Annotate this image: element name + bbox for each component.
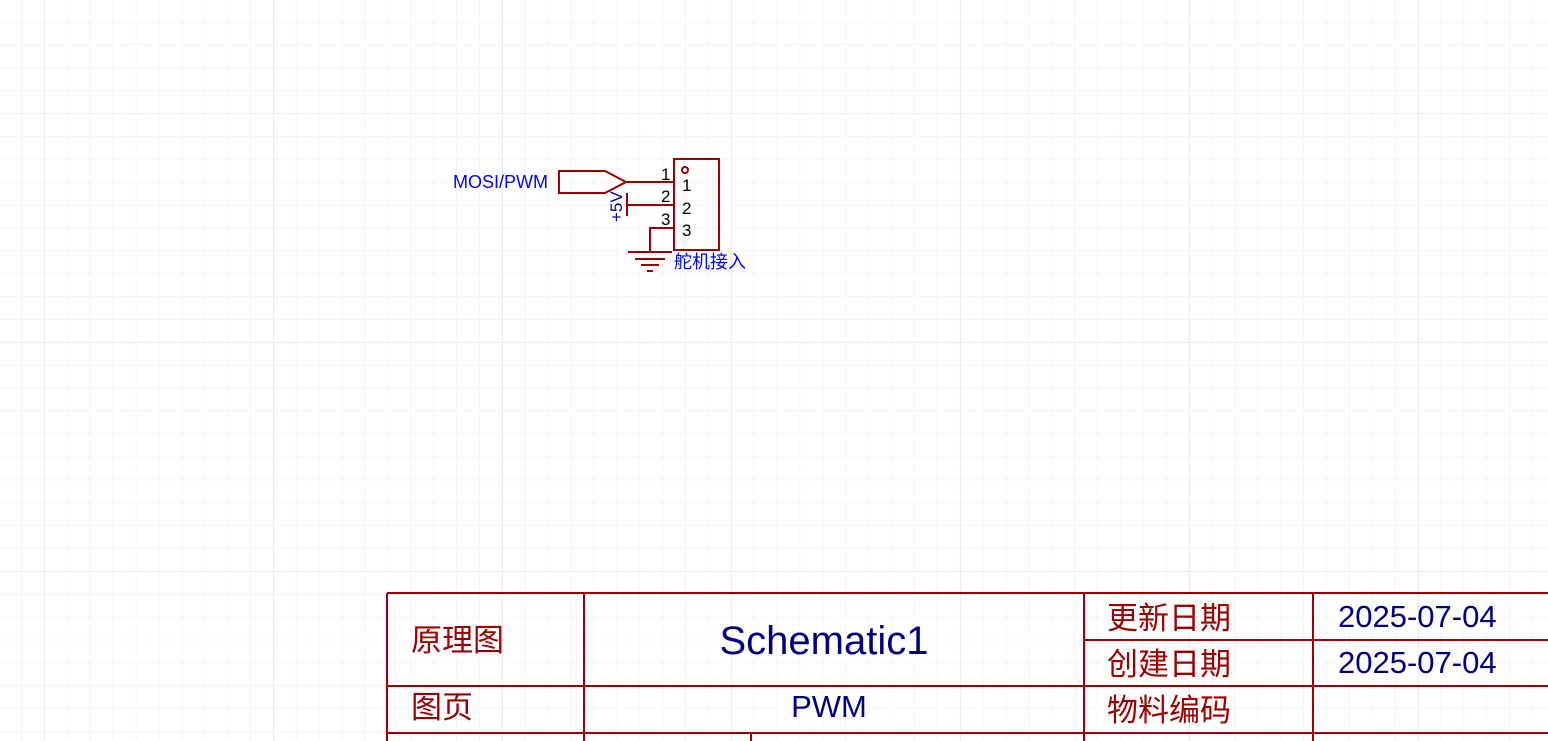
label-created: 创建日期 [1107, 647, 1231, 683]
created-date[interactable]: 2025-07-04 [1338, 645, 1497, 680]
label-updated: 更新日期 [1107, 601, 1231, 637]
pin-number-outer-3: 3 [661, 210, 670, 229]
net-port-shape[interactable] [558, 170, 629, 194]
page-name[interactable]: PWM [791, 689, 867, 724]
component-name[interactable]: 舵机接入 [674, 252, 746, 273]
pin-number-outer-1: 1 [661, 165, 670, 184]
net-label-mosi[interactable]: MOSI/PWM [453, 172, 548, 192]
pin-number-inner-3: 3 [682, 221, 691, 240]
label-page: 图页 [411, 690, 473, 726]
pin1-marker [681, 166, 689, 174]
power-label[interactable]: +5V [607, 191, 626, 222]
label-schematic: 原理图 [411, 623, 504, 659]
wire-pin3[interactable] [649, 227, 674, 252]
pin-number-inner-1: 1 [682, 176, 691, 195]
connector-body[interactable] [673, 158, 720, 251]
pin-number-outer-2: 2 [661, 187, 670, 206]
title-block[interactable] [386, 592, 1548, 741]
updated-date[interactable]: 2025-07-04 [1338, 599, 1497, 634]
schematic-name[interactable]: Schematic1 [720, 619, 929, 663]
label-material: 物料编码 [1107, 693, 1231, 729]
pin-number-inner-2: 2 [682, 199, 691, 218]
ground-icon[interactable] [628, 251, 672, 272]
